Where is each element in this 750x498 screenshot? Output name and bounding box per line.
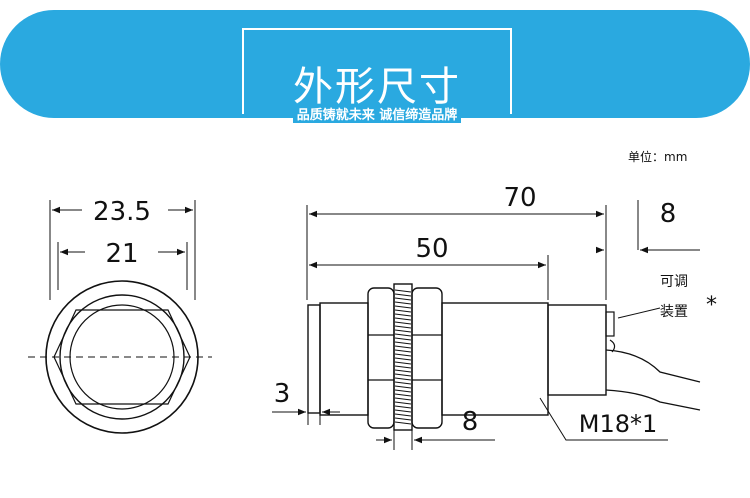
knurl-line: [394, 305, 412, 309]
adjust-mark: *: [706, 293, 717, 318]
knurl-line: [394, 377, 412, 381]
knurl-line: [394, 345, 412, 349]
knurl-line: [394, 357, 412, 361]
nut-right: [411, 287, 443, 429]
knurl-line: [394, 365, 412, 369]
knurl-line: [394, 421, 412, 425]
knurl-line: [394, 389, 412, 393]
knurl-line: [394, 293, 412, 297]
adjust-label-line1: 可调: [660, 274, 688, 290]
knurl-line: [394, 369, 412, 373]
knurl-line: [394, 289, 412, 293]
knurl-line: [394, 353, 412, 357]
dim-total-length: 70: [503, 183, 536, 213]
cable-upper: [605, 349, 701, 383]
knurl-line: [394, 317, 412, 321]
dim-nut-width: 8: [462, 407, 479, 437]
knurl-texture: [394, 289, 412, 425]
header-banner: 外形尺寸 品质铸就未来 诚信缔造品牌: [0, 10, 750, 123]
page-subtitle: 品质铸就未来 诚信缔造品牌: [242, 104, 512, 123]
knurl-line: [394, 301, 412, 305]
knurl-line: [394, 393, 412, 397]
knurl-line: [394, 413, 412, 417]
knurl-line: [394, 409, 412, 413]
hex-nut-outline: [53, 309, 191, 405]
dim-pin-length: 3: [274, 379, 291, 409]
front-view: [28, 200, 212, 434]
side-view: [272, 200, 701, 450]
knurl-line: [394, 337, 412, 341]
dim-thread-length: 50: [415, 234, 448, 264]
adjust-leader: [617, 307, 661, 319]
knurl-line: [394, 401, 412, 405]
unit-label: 单位：mm: [628, 149, 687, 164]
nut-left: [367, 287, 395, 429]
adjust-label-line2: 装置: [660, 304, 688, 320]
knurl-line: [394, 341, 412, 345]
sensor-thread-rear: [441, 302, 549, 416]
thread-leader: [539, 397, 668, 441]
knurl-line: [394, 309, 412, 313]
title-frame: [242, 28, 512, 114]
page-title: 外形尺寸: [293, 64, 461, 110]
knurl-line: [394, 329, 412, 333]
knurl-line: [394, 397, 412, 401]
knurl-line: [394, 321, 412, 325]
knurl-line: [394, 361, 412, 365]
dim-inner-diameter: 21: [105, 239, 138, 269]
lens-circle: [69, 304, 175, 410]
subtitle-text: 品质铸就未来 诚信缔造品牌: [292, 108, 462, 123]
knurl-line: [394, 417, 412, 421]
knurl-line: [394, 297, 412, 301]
knurl-line: [394, 385, 412, 389]
sensor-rear-body: [547, 304, 607, 396]
knurl-line: [394, 373, 412, 377]
adjust-knob: [605, 311, 615, 337]
knurl-line: [394, 381, 412, 385]
dim-cable-offset: 8: [660, 199, 677, 229]
knurl-line: [394, 405, 412, 409]
sensor-thread-front: [319, 302, 369, 416]
knurl-line: [394, 313, 412, 317]
title-box: 外形尺寸 品质铸就未来 诚信缔造品牌: [242, 28, 512, 123]
cable-lower: [605, 389, 701, 411]
knurl-line: [394, 325, 412, 329]
knurl-line: [394, 349, 412, 353]
sensor-front-cap: [307, 304, 321, 414]
dim-outer-diameter: 23.5: [93, 197, 151, 227]
knurl-line: [394, 333, 412, 337]
thread-spec: M18*1: [579, 410, 658, 438]
